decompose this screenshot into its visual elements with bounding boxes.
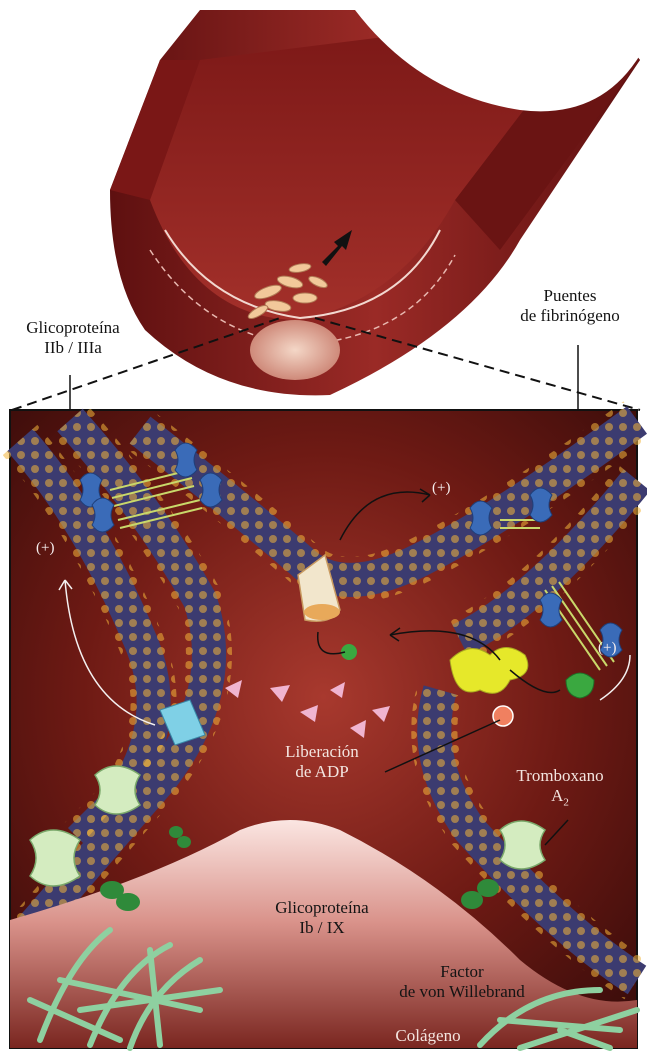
label-adp-release: Liberación de ADP	[262, 742, 382, 782]
label-glycoprotein-iib-line1: Glicoproteína	[14, 318, 132, 338]
receptor-blue-2	[92, 498, 114, 532]
label-glycoprotein-ib-line2: Ib / IX	[262, 918, 382, 938]
plus-mark-left: (+)	[36, 540, 54, 557]
label-collagen: Colágeno	[378, 1026, 478, 1046]
plaque	[250, 320, 340, 380]
label-glycoprotein-iib-iiia: Glicoproteína IIb / IIIa	[14, 318, 132, 358]
label-fibrinogen-bridges: Puentes de fibrinógeno	[500, 286, 640, 326]
label-von-willebrand: Factor de von Willebrand	[382, 962, 542, 1002]
receptor-green-2	[30, 830, 80, 886]
label-glycoprotein-ib-line1: Glicoproteína	[262, 898, 382, 918]
plus-mark-top: (+)	[432, 480, 450, 497]
label-adp-line2: de ADP	[262, 762, 382, 782]
label-thromboxane-a: A	[551, 786, 563, 805]
label-glycoprotein-ib-ix: Glicoproteína Ib / IX	[262, 898, 382, 938]
adp-vesicle	[493, 706, 513, 726]
receptor-green-3	[500, 821, 545, 869]
label-adp-line1: Liberación	[262, 742, 382, 762]
label-vwf-line2: de von Willebrand	[382, 982, 542, 1002]
receptor-blue-4	[200, 473, 222, 507]
plus-mark-right: (+)	[598, 640, 616, 657]
receptor-blue-5	[470, 501, 492, 535]
receptor-blue-6	[530, 488, 552, 522]
label-fibrinogen-line2: de fibrinógeno	[500, 306, 640, 326]
label-thromboxane-line1: Tromboxano	[500, 766, 620, 786]
label-glycoprotein-iib-line2: IIb / IIIa	[14, 338, 132, 358]
receptor-blue-3	[175, 443, 197, 477]
blood-vessel-illustration	[110, 10, 640, 395]
label-thromboxane-subscript: 2	[563, 796, 569, 808]
label-fibrinogen-line1: Puentes	[500, 286, 640, 306]
receptor-green-1	[95, 766, 140, 814]
receptor-blue-7	[540, 593, 562, 627]
label-vwf-line1: Factor	[382, 962, 542, 982]
label-thromboxane-line2: A2	[500, 786, 620, 812]
label-thromboxane: Tromboxano A2	[500, 766, 620, 812]
zoom-panel	[10, 410, 637, 1048]
